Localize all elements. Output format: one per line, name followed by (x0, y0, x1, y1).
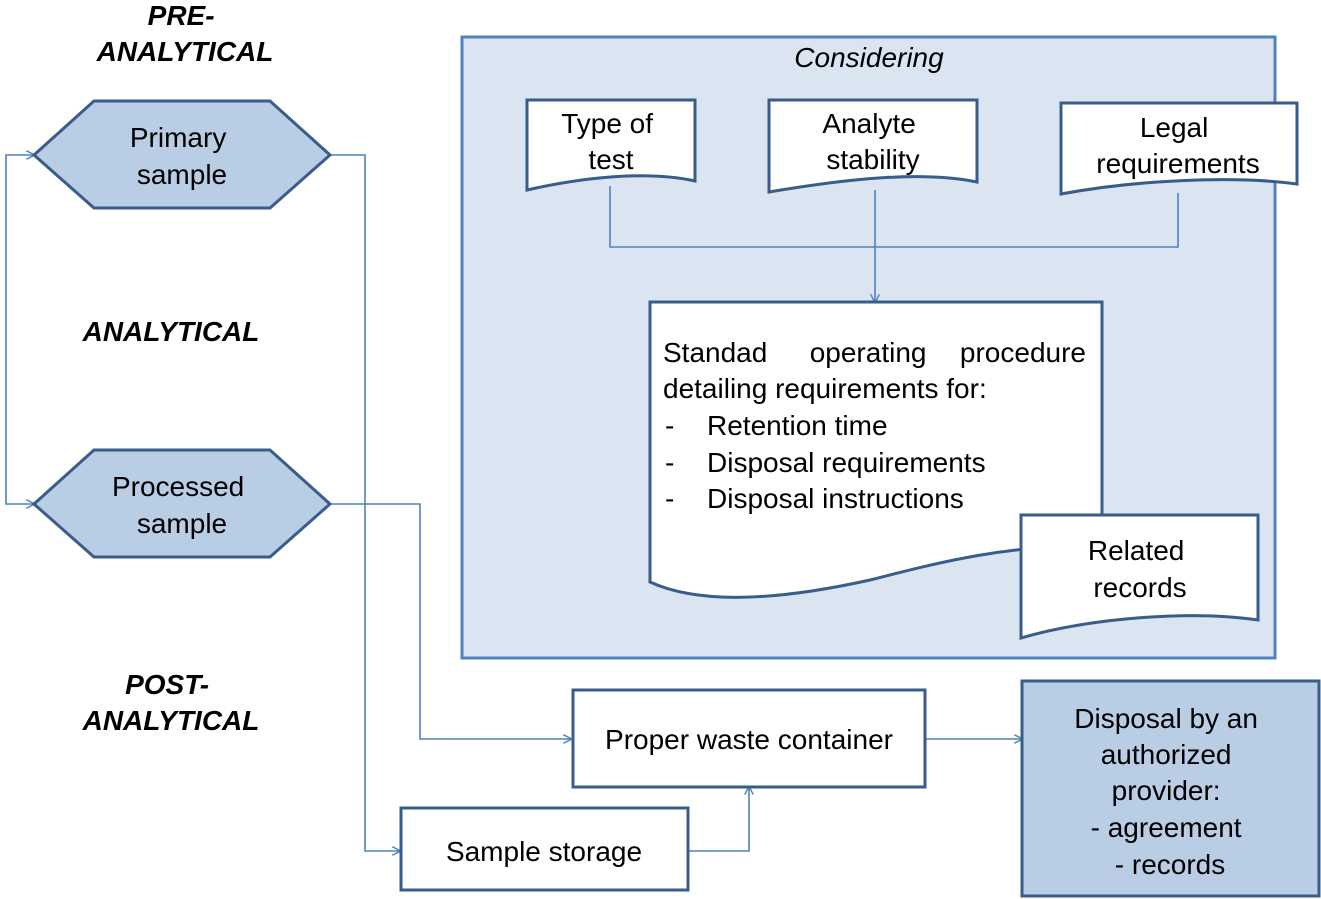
sop-line-2: detailing requirements for: (663, 373, 987, 404)
legal-requirements-document (1059, 101, 1299, 196)
type-of-test-connector (609, 186, 1179, 248)
proper-waste-container-node (571, 688, 927, 789)
primary-to-storage-connector (330, 154, 400, 851)
type-of-test-document (525, 98, 697, 192)
disposal-provider-label: Disposal by an authorized provider: - ag… (1074, 703, 1265, 880)
disposal-provider-node (1020, 679, 1321, 898)
proper-waste-container-label: Proper waste container (605, 724, 893, 755)
sop-item-disposal-instructions: Disposal instructions (707, 483, 964, 514)
loop-connector (5, 155, 34, 504)
primary-sample-node (31, 99, 333, 210)
sop-line-1: Standad operating procedure (663, 337, 1086, 368)
sop-bullet-dash-1: - (665, 410, 674, 441)
phase-label-post-analytical: POST- ANALYTICAL (82, 669, 260, 736)
storage-to-waste-connector (688, 787, 749, 852)
considering-title: Considering (794, 42, 944, 73)
processed-sample-label: Processed sample (112, 471, 252, 539)
phase-label-pre-analytical: PRE- ANALYTICAL (96, 0, 274, 67)
primary-sample-label: Primary sample (130, 122, 234, 190)
type-of-test-label: Type of test (561, 108, 661, 175)
sop-item-disposal-requirements: Disposal requirements (707, 447, 986, 478)
sop-item-retention-time: Retention time (707, 410, 888, 441)
analyte-stability-label: Analyte stability (822, 108, 923, 175)
related-records-label: Related records (1088, 535, 1192, 603)
processed-to-waste-connector (330, 503, 571, 739)
sample-storage-node (399, 806, 690, 892)
related-records-document (1019, 513, 1260, 640)
legal-requirements-label: Legal requirements (1096, 112, 1259, 179)
sop-bullet-dash-3: - (665, 483, 674, 514)
analyte-stability-document (767, 98, 979, 194)
phase-label-analytical: ANALYTICAL (82, 316, 260, 347)
sop-bullet-dash-2: - (665, 447, 674, 478)
sample-storage-label: Sample storage (446, 836, 642, 867)
processed-sample-node (31, 448, 333, 559)
